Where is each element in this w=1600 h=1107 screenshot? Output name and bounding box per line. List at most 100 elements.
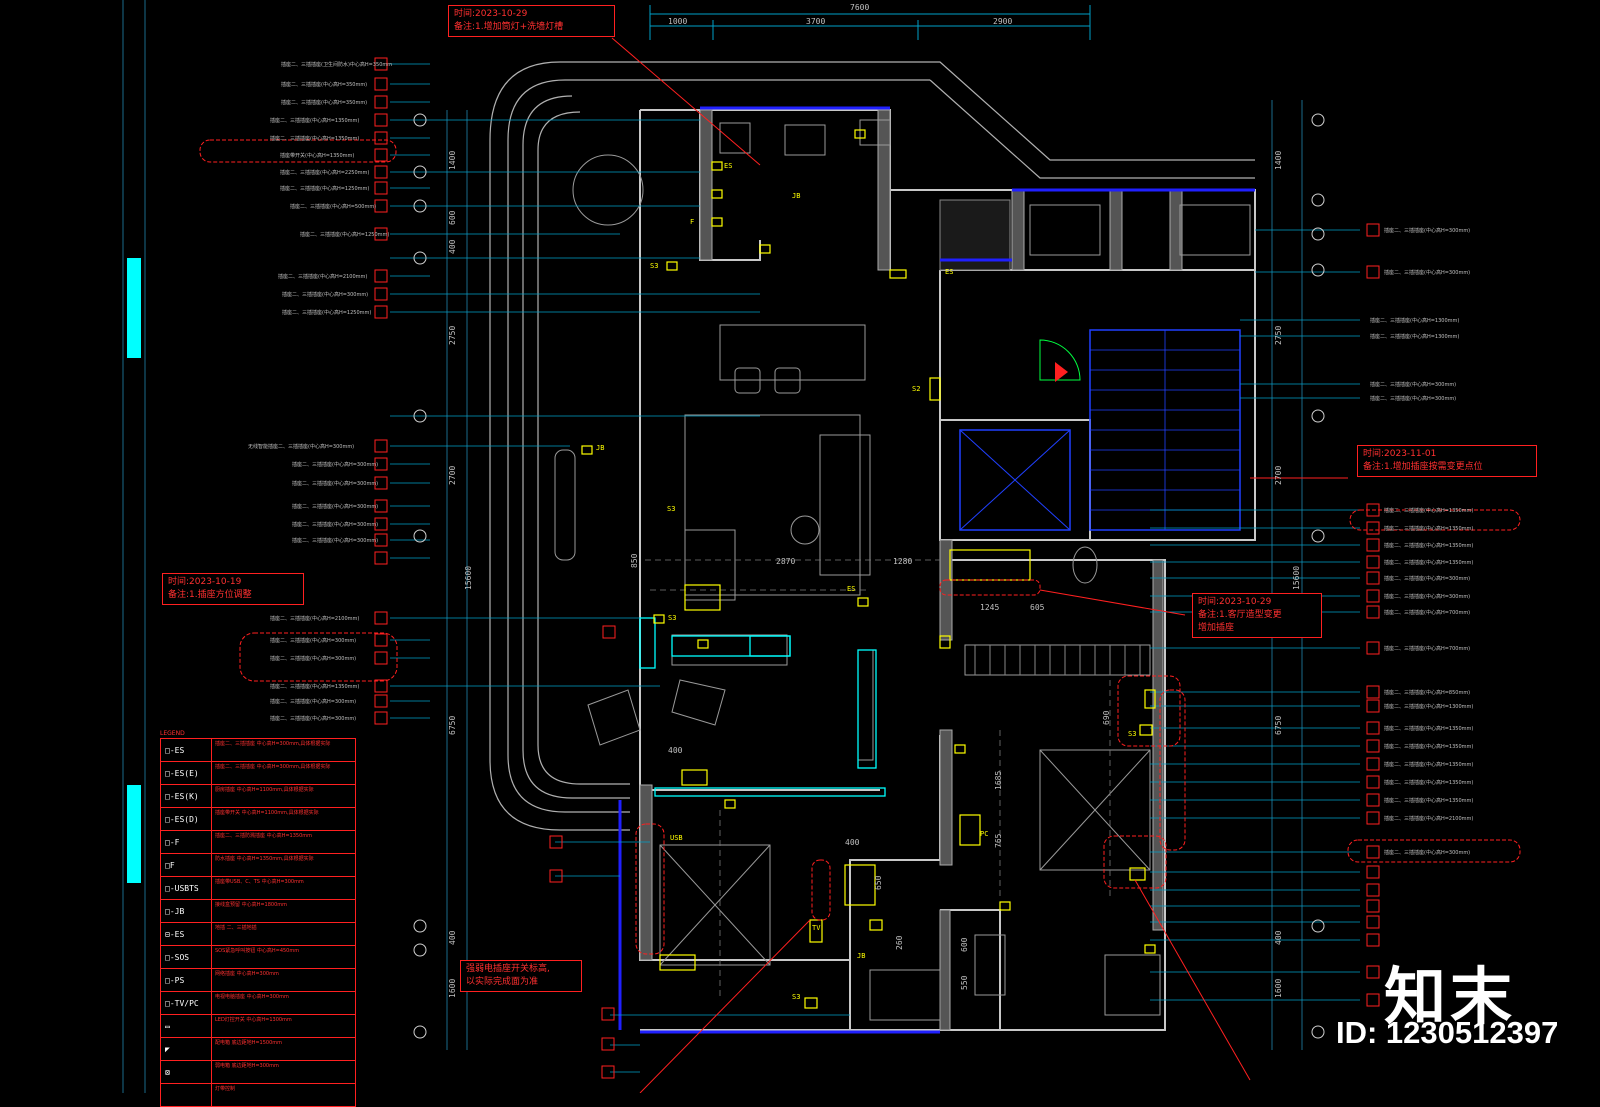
right-note-11: 插座二、三插插座(中心高H=300mm) [1384,576,1471,582]
legend-desc: 插座二、三插插座 中心高H=300mm,具体根据实际 [215,741,331,747]
legend-desc: 网络插座 中心高H=300mm [215,971,279,977]
right-vdim-5: 6750 [1274,715,1283,735]
legend-code: ⊟-ES [161,923,212,945]
dim-605: 605 [1030,603,1045,612]
right-note-15: 插座二、三插插座(中心高H=850mm) [1384,690,1471,696]
revision-note-3: 时间:2023-11-01 备注:1.增加插座按需变更点位 [1357,445,1537,477]
left-vdim-9: 400 [448,930,457,945]
left-note-21: 插座二、三插插座(中心高H=300mm) [270,638,357,644]
legend-code: ▭ [161,1015,212,1037]
tag-s3-5: S3 [1128,730,1137,738]
left-note-22: 插座二、三插插座(中心高H=300mm) [270,656,357,662]
right-note-13: 插座二、三插插座(中心高H=700mm) [1384,610,1471,616]
right-note-19: 插座二、三插插座(中心高H=1350mm) [1384,762,1474,768]
left-note-12: 插座二、三插插座(中心高H=300mm) [282,292,369,298]
right-note-16: 插座二、三插插座(中心高H=1300mm) [1384,704,1474,710]
legend-row: □-ES(E)插座二、三插插座 中心高H=300mm,具体根据实际 [160,762,356,785]
legend-desc: 配电箱 底边距地H=1500mm [215,1040,283,1046]
dim-260: 260 [895,935,904,950]
tag-s3: S3 [650,262,659,270]
right-note-23: 插座二、三插插座(中心高H=300mm) [1384,850,1471,856]
left-note-9: 插座二、三插插座(中心高H=500mm) [290,204,377,210]
legend-desc: 插座带USB、C、TS 中心高H=300mm [215,879,304,885]
right-note-20: 插座二、三插插座(中心高H=1350mm) [1384,780,1474,786]
right-vdim-1: 1400 [1274,150,1283,170]
legend-desc: 灯带控制 [215,1086,236,1092]
legend-desc: 插座带开关 中心高H=1100mm,具体根据实际 [215,810,319,816]
left-note-19: 插座二、三插插座(中心高H=300mm) [292,538,379,544]
dim-1685: 1685 [994,770,1003,790]
revision-note-3-line1: 时间:2023-11-01 [1363,449,1437,459]
legend-row: 灯带控制 [160,1084,356,1107]
right-vdim-3: 2700 [1274,465,1283,485]
tag-s3-2: S3 [667,505,676,513]
revision-note-5: 强弱电插座开关标高, 以实际完成面为准 [460,960,582,992]
revision-note-2: 时间:2023-10-19 备注:1.插座方位调整 [162,573,304,605]
left-vdim-4: 2750 [448,325,457,345]
tag-s2: S2 [912,385,921,393]
revision-note-1: 时间:2023-10-29 备注:1.增加筒灯+洗墙灯槽 [448,5,615,37]
dim-400b: 400 [668,746,683,755]
left-note-2: 插座二、三插插座(中心高H=350mm) [281,82,368,88]
revision-note-1-line1: 时间:2023-10-29 [454,9,528,19]
right-note-4: 插座二、三插插座(中心高H=1300mm) [1370,334,1460,340]
right-note-6: 插座二、三插插座(中心高H=300mm) [1370,396,1457,402]
dim-2870: 2870 [776,557,796,566]
left-note-14: 无线智能插座二、三插插座(中心高H=300mm) [248,444,355,450]
left-vdim-6: 15600 [464,565,473,590]
left-note-18: 插座二、三插插座(中心高H=300mm) [292,522,379,528]
legend-row: ◤配电箱 底边距地H=1500mm [160,1038,356,1061]
legend-row: □-ES(D)插座带开关 中心高H=1100mm,具体根据实际 [160,808,356,831]
right-note-18: 插座二、三插插座(中心高H=1350mm) [1384,744,1474,750]
dim-690: 690 [1102,710,1111,725]
watermark-id: ID: 1230512397 [1336,1015,1559,1050]
right-vdim-7: 1600 [1274,978,1283,998]
furniture [554,119,1251,1021]
legend-desc: 插座二、三插插座 中心高H=300mm,具体根据实际 [215,764,331,770]
legend-code: □-PS [161,969,212,991]
stair-core [939,199,1241,531]
wall-fills [639,109,1183,1031]
left-vdim-10: 1600 [448,978,457,998]
tag-es-3: ES [847,585,856,593]
legend-desc: 厨房插座 中心高H=1100mm,具体根据实际 [215,787,314,793]
watermark-logo: 知末 [1384,960,1517,1033]
right-vdim-2: 2750 [1274,325,1283,345]
side-bar-top [127,258,141,358]
top-dimension-lines [649,5,1091,40]
side-bar-bottom [127,785,141,883]
legend-desc: LED灯控开关 中心高H=1300mm [215,1017,292,1023]
cabinet-strips [639,617,886,797]
right-note-2: 插座二、三插插座(中心高H=300mm) [1384,270,1471,276]
dim-1245: 1245 [980,603,1000,612]
tag-s3-4: S3 [792,993,801,1001]
ceiling-dashes [645,559,1111,1000]
revision-note-2-line1: 时间:2023-10-19 [168,577,242,587]
left-leaders [390,63,850,1073]
legend-code: □-ES(D) [161,808,212,830]
legend-desc: SOS紧急呼叫按钮 中心高H=450mm [215,948,300,954]
left-note-7: 插座二、三插插座(中心高H=2250mm) [280,170,370,176]
revision-note-4-line3: 增加插座 [1198,623,1235,633]
legend-code: □-F [161,831,212,853]
top-dim-seg-1: 1000 [668,17,688,26]
legend-code: □-SOS [161,946,212,968]
right-socket-symbols [1366,223,1380,1007]
right-note-7: 插座二、三插插座(中心高H=1350mm) [1384,508,1474,514]
tag-es: ES [724,162,733,170]
legend-desc: 接线盒预留 中心高H=1800mm [215,902,288,908]
left-vdim-1: 1400 [448,150,457,170]
tag-jb-3: JB [857,952,866,960]
dim-650: 650 [874,875,883,890]
right-note-14: 插座二、三插插座(中心高H=700mm) [1384,646,1471,652]
legend-code: ⊠ [161,1061,212,1083]
dim-400: 400 [845,838,860,847]
